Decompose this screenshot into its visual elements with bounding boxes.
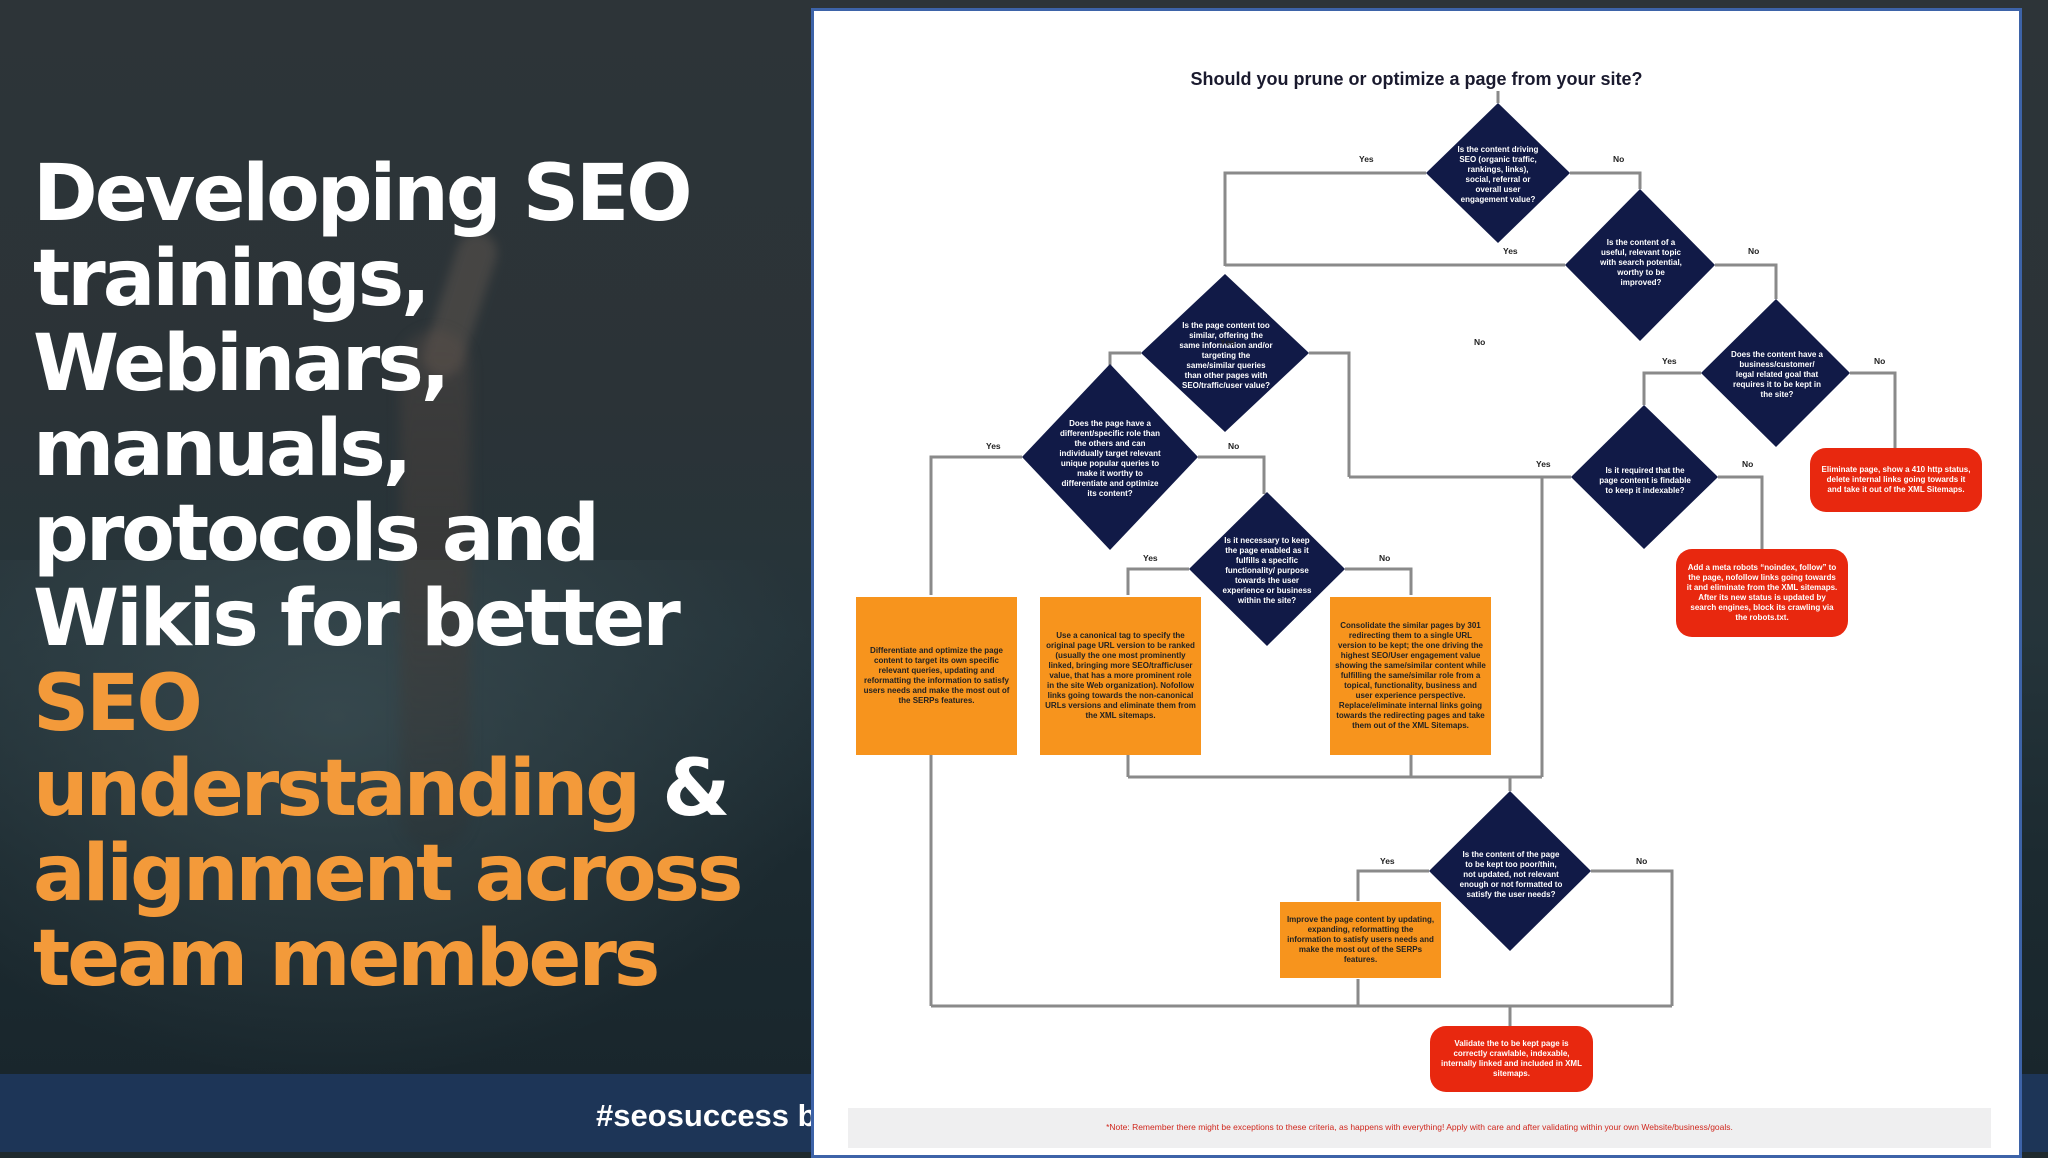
hashtag-text: #seosuccess b <box>596 1098 817 1133</box>
connector-d5-yes <box>929 455 1022 595</box>
decision-diamond-3 <box>1141 274 1309 432</box>
connector-d4-no <box>1850 371 1897 449</box>
connector-d6-yes <box>1126 567 1189 595</box>
decision-4-text: Does the content have a business/custome… <box>1730 350 1824 399</box>
label-d8-yes: Yes <box>1380 856 1395 866</box>
label-d3-yes: Yes <box>1220 337 1235 347</box>
connector-d7-no <box>1718 475 1764 551</box>
footnote-text: *Note: Remember there might be exception… <box>1106 1122 1733 1132</box>
result-noindex-box: Add a meta robots “noindex, follow” to t… <box>1676 549 1848 637</box>
label-d6-yes: Yes <box>1143 553 1158 563</box>
decision-diamond-1 <box>1426 103 1570 243</box>
background-figure <box>400 330 470 850</box>
label-d2-yes: Yes <box>1503 246 1518 256</box>
result-eliminate-box: Eliminate page, show a 410 http status, … <box>1810 448 1982 512</box>
decision-diamond-4 <box>1701 299 1850 447</box>
decision-1-text: Is the content driving SEO (organic traf… <box>1457 145 1539 204</box>
connector-d4-yes <box>1642 371 1701 405</box>
decision-2-text: Is the content of a useful, relevant top… <box>1600 238 1682 287</box>
action-differentiate-box: Differentiate and optimize the page cont… <box>856 597 1017 755</box>
decision-diamond-8 <box>1429 791 1591 951</box>
label-d7-no: No <box>1742 459 1754 469</box>
connector-d5-no <box>1198 455 1266 494</box>
connector-d8-no <box>1591 869 1674 1006</box>
flowchart-panel: Should you prune or optimize a page from… <box>811 8 2022 1158</box>
action-canonical-box: Use a canonical tag to specify the origi… <box>1040 597 1201 755</box>
connector-d3-no <box>1309 351 1351 477</box>
label-d7-yes: Yes <box>1536 459 1551 469</box>
label-d3-no: No <box>1474 337 1486 347</box>
label-d5-no: No <box>1228 441 1240 451</box>
headline-orange-text-1: SEO understanding <box>33 659 641 834</box>
label-d4-yes: Yes <box>1662 356 1677 366</box>
result-validate-box: Validate the to be kept page is correctl… <box>1430 1026 1593 1092</box>
headline-orange-text-2: alignment across team members <box>33 829 743 1004</box>
decision-7-text: Is it required that the page content is … <box>1599 466 1691 495</box>
label-d5-yes: Yes <box>986 441 1001 451</box>
note-bar: *Note: Remember there might be exception… <box>848 1108 1991 1148</box>
connector-d8-yes <box>1356 869 1429 901</box>
label-d6-no: No <box>1379 553 1391 563</box>
action-consolidate-box: Consolidate the similar pages by 301 red… <box>1330 597 1491 755</box>
decision-5-text: Does the page have a different/specific … <box>1059 419 1161 498</box>
connector-d1-yes <box>1223 171 1426 266</box>
flowchart-diamonds <box>1022 103 1850 951</box>
decision-diamond-2 <box>1565 189 1715 341</box>
decision-3-text: Is the page content too similar, offerin… <box>1179 321 1273 390</box>
connector-d6-no <box>1345 567 1413 595</box>
decision-6-text: Is it necessary to keep the page enabled… <box>1222 536 1312 605</box>
label-d8-no: No <box>1636 856 1648 866</box>
connector-d1-no <box>1570 171 1642 189</box>
label-d2-no: No <box>1748 246 1760 256</box>
decision-diamond-7 <box>1571 405 1718 549</box>
connector-d2-no <box>1715 263 1778 299</box>
decision-diamond-5 <box>1022 364 1198 550</box>
flowchart-connectors <box>929 91 1897 1026</box>
slide-headline: Developing SEO trainings, Webinars, manu… <box>33 152 793 1002</box>
action-improve-box: Improve the page content by updating, ex… <box>1280 902 1441 978</box>
headline-ampersand: & <box>638 744 730 834</box>
label-d1-no: No <box>1613 154 1625 164</box>
decision-8-text: Is the content of the page to be kept to… <box>1459 850 1563 899</box>
label-d1-yes: Yes <box>1359 154 1374 164</box>
flowchart-title: Should you prune or optimize a page from… <box>1190 69 1643 89</box>
headline-white-text: Developing SEO trainings, Webinars, manu… <box>33 149 693 664</box>
label-d4-no: No <box>1874 356 1886 366</box>
decision-diamond-6 <box>1189 492 1345 646</box>
